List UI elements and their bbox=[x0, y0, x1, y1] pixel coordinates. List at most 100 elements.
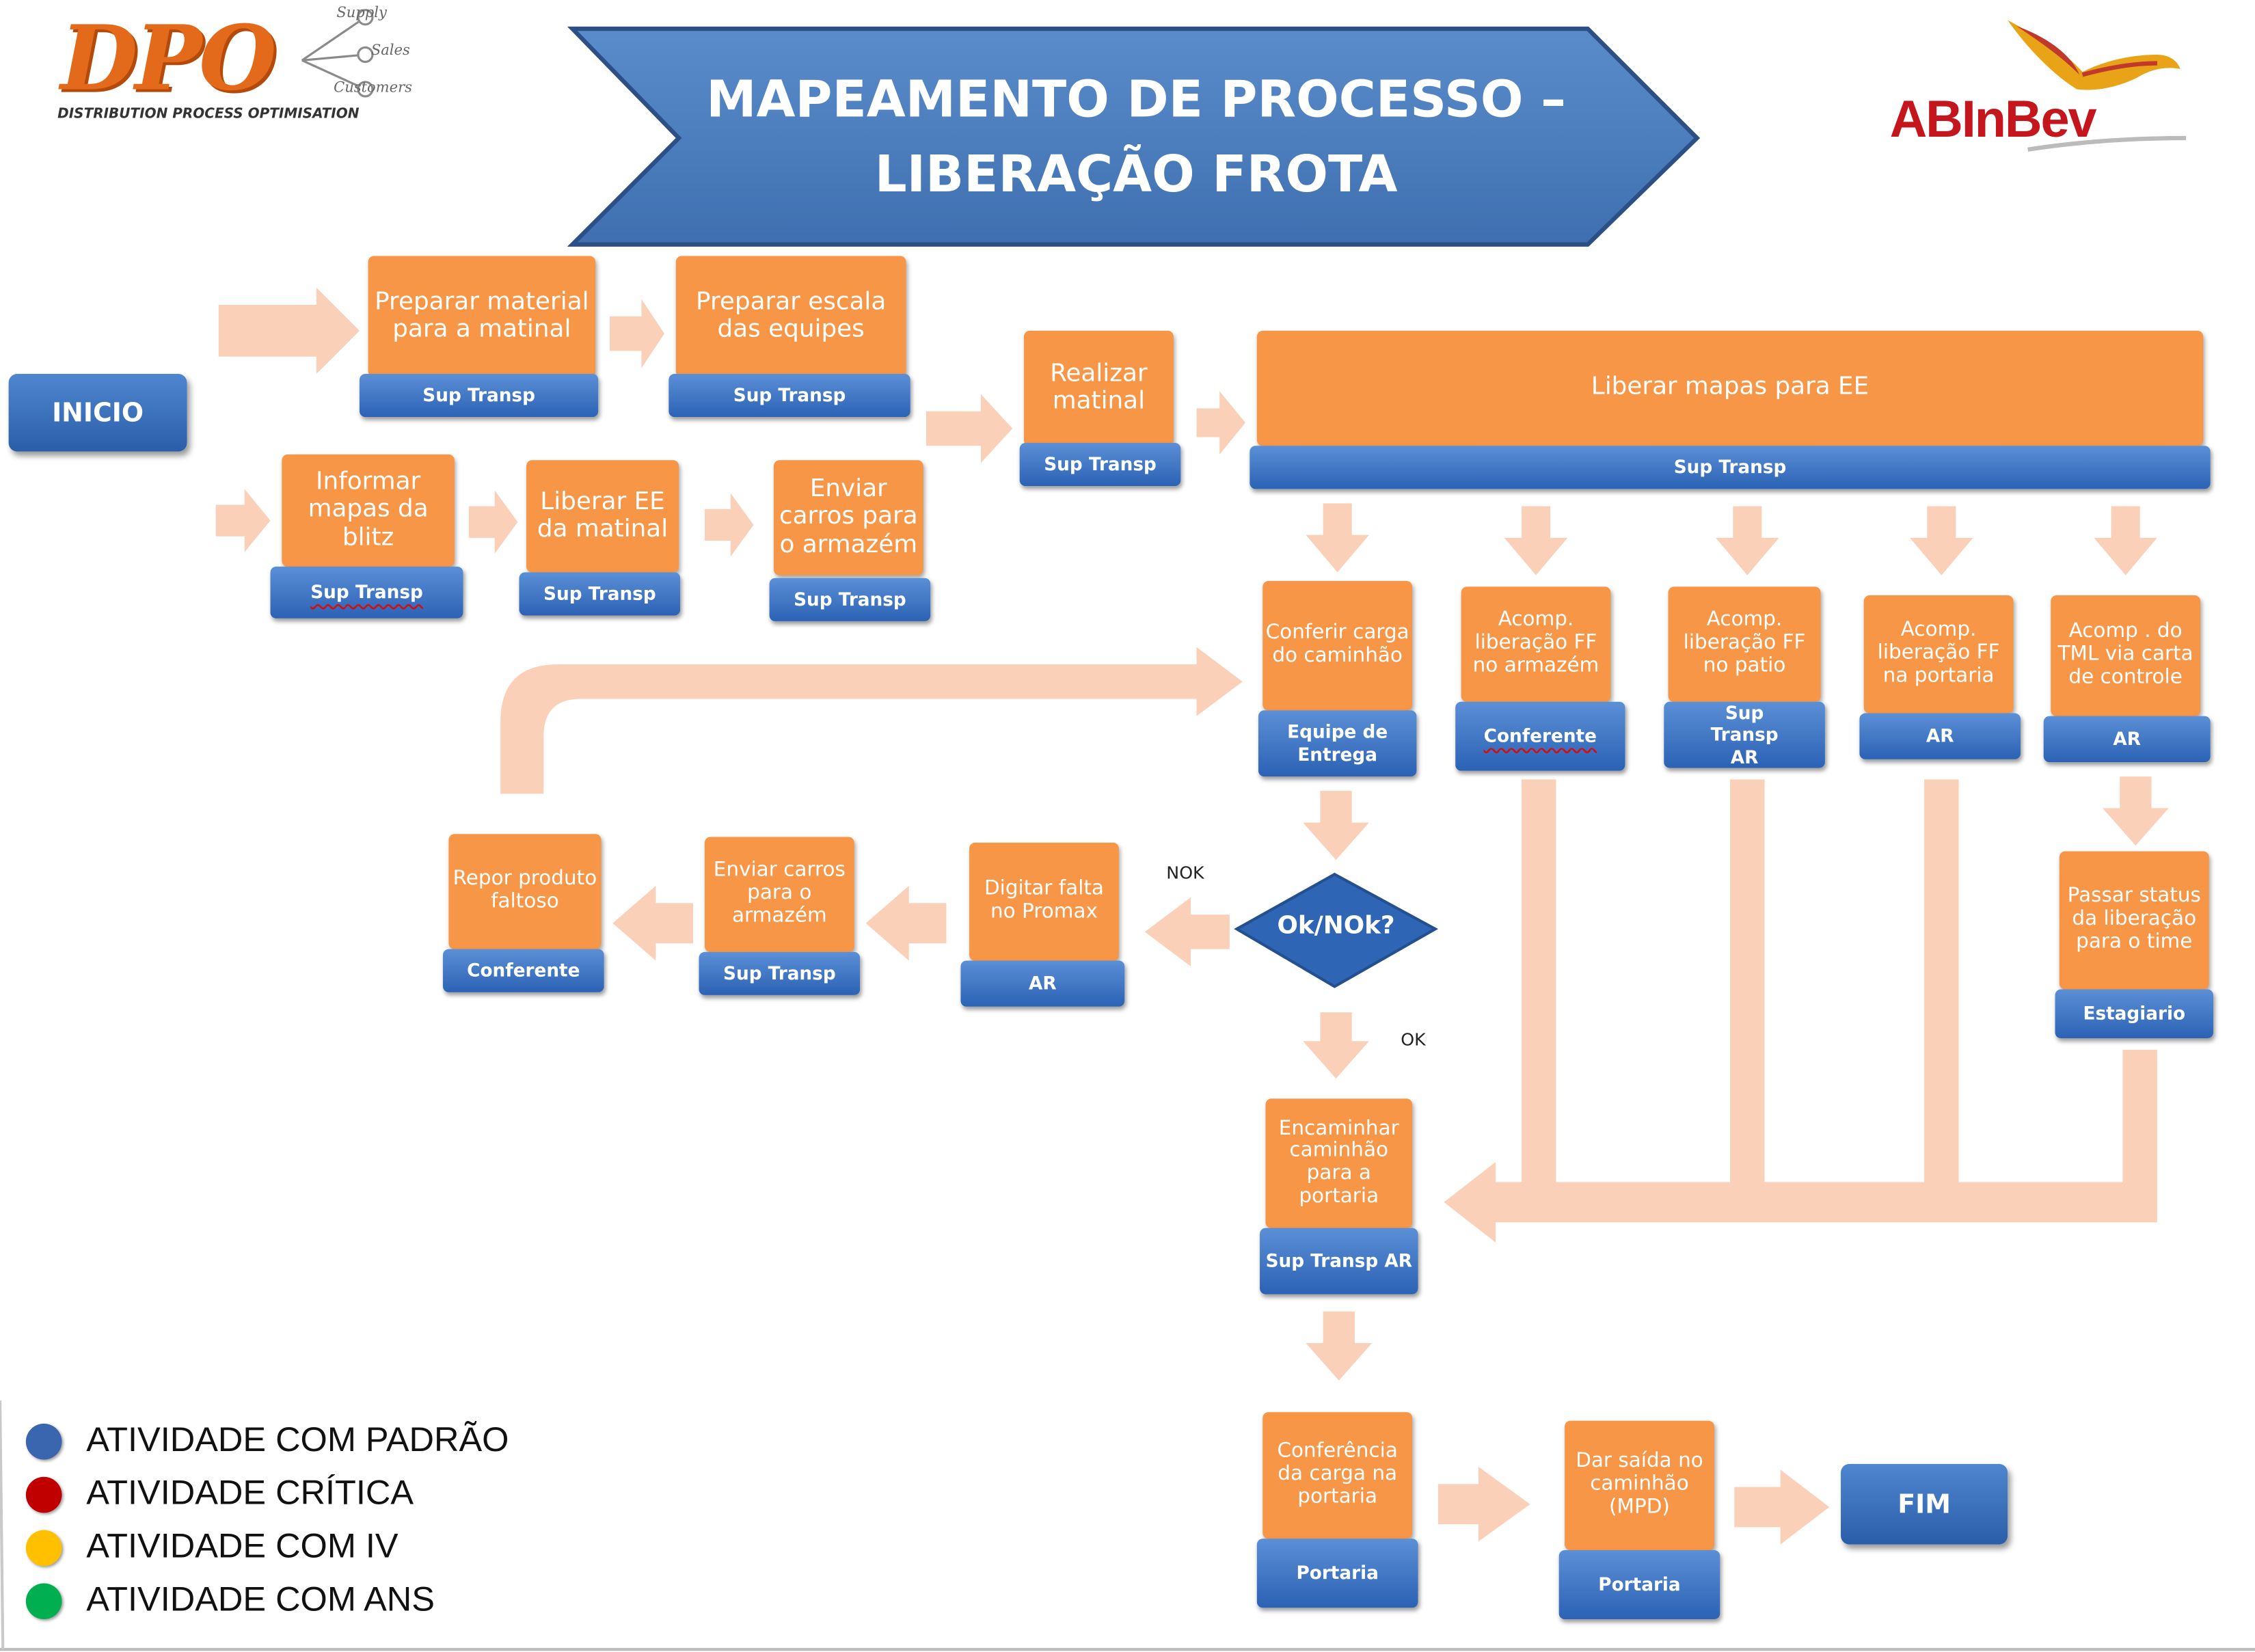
legend-dot-icon bbox=[25, 1582, 62, 1619]
page-title-line1: MAPEAMENTO DE PROCESSO – bbox=[706, 72, 1566, 130]
arrow bbox=[610, 299, 665, 368]
arrow bbox=[1437, 1467, 1530, 1542]
role-acomp-patio-text: Sup Transp AR bbox=[1710, 701, 1779, 768]
arrow bbox=[1444, 1049, 2157, 1243]
abinbev-wordmark: ABInBev bbox=[1889, 89, 2097, 148]
legend-dot-icon bbox=[25, 1529, 62, 1566]
page-title-line2: LIBERAÇÃO FROTA bbox=[874, 146, 1398, 204]
title-banner-shape bbox=[567, 26, 1701, 247]
dpo-tagline: DISTRIBUTION PROCESS OPTIMISATION bbox=[57, 106, 360, 122]
arrow bbox=[865, 886, 947, 961]
page-title: MAPEAMENTO DE PROCESSO – LIBERAÇÃO FROTA bbox=[633, 64, 1640, 213]
activity-liberar-ee: Liberar EE da matinal bbox=[526, 460, 679, 573]
arrow bbox=[2094, 506, 2157, 576]
activity-acomp-armazem: Acomp. liberação FF no armazém bbox=[1461, 586, 1611, 702]
arrow bbox=[1716, 506, 1779, 576]
role-acomp-patio: Sup Transp AR bbox=[1664, 701, 1825, 768]
start-terminal: INICIO bbox=[8, 374, 187, 452]
role-acomp-armazem: Conferente bbox=[1455, 701, 1625, 771]
nok-label: NOK bbox=[1166, 863, 1204, 883]
eagle-icon bbox=[2008, 20, 2180, 90]
dpo-branch-icon bbox=[301, 9, 374, 98]
page-divider bbox=[0, 1400, 5, 1650]
legend-label: ATIVIDADE COM ANS bbox=[86, 1580, 435, 1620]
role-informar-mapas: Sup Transp bbox=[270, 566, 463, 619]
arrow bbox=[926, 394, 1013, 463]
activity-dar-saida: Dar saída no caminhão (MPD) bbox=[1565, 1420, 1714, 1551]
connector bbox=[1730, 779, 1765, 1197]
return-loop-arrow bbox=[500, 647, 1243, 794]
arrow bbox=[1306, 1311, 1373, 1381]
arrow bbox=[1303, 1012, 1369, 1079]
role-preparar-escala: Sup Transp bbox=[669, 374, 910, 418]
ok-label: OK bbox=[1401, 1029, 1426, 1050]
arrow bbox=[468, 490, 518, 554]
legend-label: ATIVIDADE COM IV bbox=[86, 1527, 399, 1567]
role-acomp-portaria: AR bbox=[1859, 713, 2021, 759]
role-realizar-matinal: Sup Transp bbox=[1019, 443, 1181, 487]
arrow bbox=[1910, 506, 1973, 576]
activity-preparar-material: Preparar material para a matinal bbox=[368, 256, 596, 377]
activity-enviar-carros-2: Enviar carros para o armazém bbox=[704, 837, 854, 952]
role-conferir-carga: Equipe de Entrega bbox=[1258, 710, 1417, 777]
arrow bbox=[1303, 791, 1369, 861]
activity-informar-mapas: Informar mapas da blitz bbox=[282, 454, 455, 567]
role-liberar-mapas: Sup Transp bbox=[1250, 446, 2211, 489]
arrow bbox=[1504, 506, 1568, 576]
role-acomp-armazem-text: Conferente bbox=[1483, 725, 1597, 747]
dpo-logo: DPO Supply Sales Customers DISTRIBUTION … bbox=[52, 3, 440, 124]
arrow bbox=[218, 287, 360, 375]
connector bbox=[1521, 779, 1556, 1197]
legend-item-iv: ATIVIDADE COM IV bbox=[25, 1527, 399, 1567]
role-enviar-carros-1: Sup Transp bbox=[769, 578, 931, 621]
legend-dot-icon bbox=[25, 1476, 62, 1513]
arrow bbox=[612, 886, 694, 961]
connector bbox=[1924, 779, 1959, 1197]
arrow bbox=[215, 489, 271, 552]
activity-repor-produto: Repor produto faltoso bbox=[448, 834, 602, 949]
activity-acomp-portaria: Acomp. liberação FF na portaria bbox=[1863, 595, 2014, 714]
role-informar-mapas-text: Sup Transp bbox=[310, 581, 423, 603]
abinbev-logo: ABInBev bbox=[1881, 12, 2198, 155]
arrow bbox=[1196, 391, 1246, 455]
abinbev-swoosh bbox=[2027, 135, 2187, 152]
dpo-branch-sales: Sales bbox=[370, 43, 410, 59]
legend-item-critica: ATIVIDADE CRÍTICA bbox=[25, 1474, 414, 1515]
activity-enviar-carros-1: Enviar carros para o armazém bbox=[773, 460, 923, 576]
activity-conferir-carga: Conferir carga do caminhão bbox=[1262, 580, 1413, 711]
dpo-branch-customers: Customers bbox=[334, 80, 412, 96]
arrow bbox=[1734, 1470, 1830, 1545]
decision-diamond bbox=[1234, 872, 1439, 988]
activity-digitar-falta: Digitar falta no Promax bbox=[969, 842, 1119, 961]
role-preparar-material: Sup Transp bbox=[359, 374, 599, 418]
activity-preparar-escala: Preparar escala das equipes bbox=[675, 256, 906, 377]
activity-encaminhar: Encaminhar caminhão para a portaria bbox=[1265, 1098, 1413, 1228]
legend-item-ans: ATIVIDADE COM ANS bbox=[25, 1580, 435, 1621]
activity-liberar-mapas: Liberar mapas para EE bbox=[1256, 330, 2204, 446]
arrow bbox=[2102, 776, 2169, 846]
role-encaminhar: Sup Transp AR bbox=[1260, 1228, 1418, 1295]
activity-acomp-patio: Acomp. liberação FF no patio bbox=[1668, 586, 1821, 702]
arrow bbox=[1306, 503, 1369, 573]
arrow bbox=[1144, 897, 1230, 966]
arrow bbox=[704, 493, 754, 557]
role-enviar-carros-2: Sup Transp bbox=[699, 951, 861, 995]
activity-acomp-tml: Acomp . do TML via carta de controle bbox=[2051, 595, 2201, 716]
role-repor-produto: Conferente bbox=[443, 949, 604, 992]
role-dar-saida: Portaria bbox=[1558, 1550, 1720, 1620]
legend-item-padrao: ATIVIDADE COM PADRÃO bbox=[25, 1421, 509, 1461]
decision-label: Ok/NOk? bbox=[1277, 911, 1395, 940]
role-digitar-falta: AR bbox=[960, 960, 1125, 1007]
activity-passar-status: Passar status da liberação para o time bbox=[2059, 851, 2209, 990]
activity-realizar-matinal: Realizar matinal bbox=[1024, 330, 1174, 446]
role-liberar-ee: Sup Transp bbox=[519, 572, 681, 616]
role-acomp-tml: AR bbox=[2043, 716, 2211, 763]
end-terminal: FIM bbox=[1841, 1463, 2008, 1545]
activity-conferencia-portaria: Conferência da carga na portaria bbox=[1262, 1412, 1413, 1539]
legend-label: ATIVIDADE CRÍTICA bbox=[86, 1474, 414, 1513]
legend-dot-icon bbox=[25, 1422, 62, 1459]
role-conferencia-portaria: Portaria bbox=[1256, 1539, 1418, 1608]
dpo-logo-mark: DPO bbox=[60, 5, 276, 111]
